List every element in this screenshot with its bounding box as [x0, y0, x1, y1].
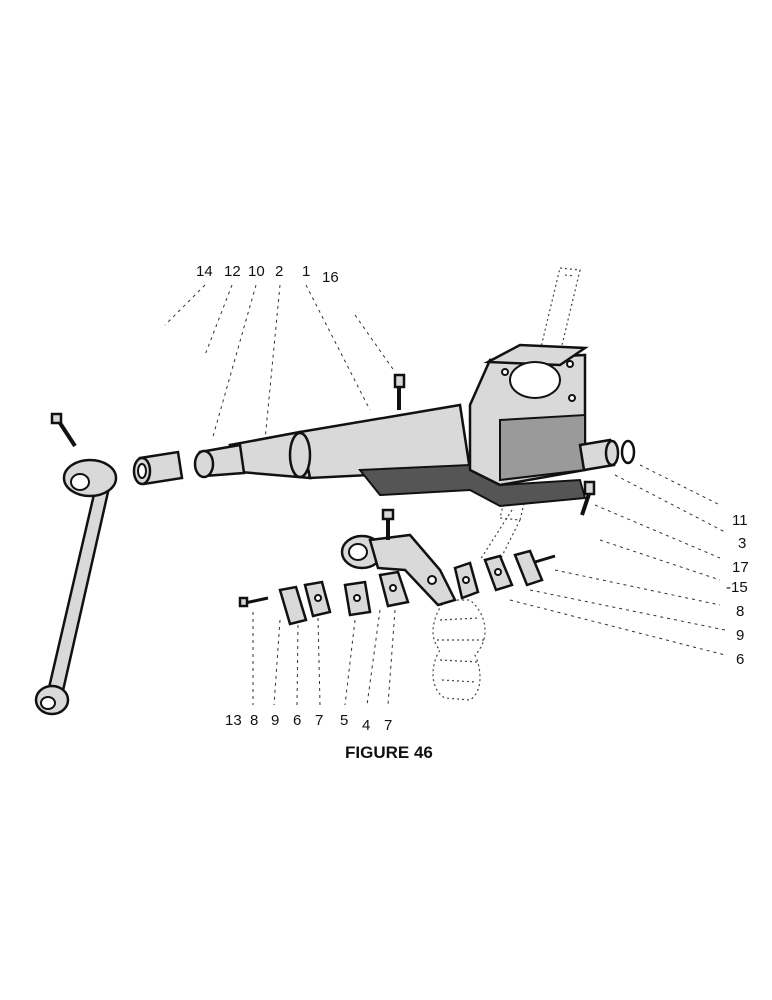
callout-right-6: 9	[736, 627, 744, 644]
callout-bottom-8: 7	[384, 717, 392, 734]
callout-top-3: 10	[248, 263, 265, 280]
callout-right-1: 11	[732, 512, 748, 529]
o-ring-11	[620, 439, 636, 465]
callouts-top: 14 12 10 2 1 16	[196, 263, 339, 286]
callout-top-6: 16	[322, 269, 339, 286]
callout-right-2: 3	[738, 535, 746, 552]
bushing-12	[132, 450, 184, 486]
callout-top-4: 2	[275, 263, 283, 280]
callout-bottom-3: 9	[271, 712, 279, 729]
figure-caption: FIGURE 46	[345, 743, 433, 762]
callout-bottom-5: 7	[315, 712, 323, 729]
callout-right-7: 6	[736, 651, 744, 668]
callout-top-5: 1	[302, 263, 310, 280]
callouts-bottom: 13 8 9 6 7 5 4 7	[225, 712, 392, 734]
callouts-right: 11 3 17 -15 8 9 6	[726, 512, 749, 668]
main-housing	[193, 343, 589, 508]
callout-bottom-7: 4	[362, 717, 370, 734]
callout-right-5: 8	[736, 603, 744, 620]
callout-right-4: -15	[726, 579, 748, 596]
callout-bottom-2: 8	[250, 712, 258, 729]
steering-arm	[340, 508, 457, 607]
bolt-16	[393, 373, 406, 410]
callout-top-2: 12	[224, 263, 241, 280]
bolt-17	[580, 480, 596, 516]
gear-outline	[432, 599, 486, 701]
callout-bottom-1: 13	[225, 712, 242, 729]
callout-bottom-6: 5	[340, 712, 348, 729]
callout-top-1: 14	[196, 263, 213, 280]
plates	[238, 549, 556, 626]
bushing-3	[578, 438, 620, 472]
callout-bottom-4: 6	[293, 712, 301, 729]
drag-link	[34, 412, 118, 716]
callout-right-3: 17	[732, 559, 749, 576]
leader-lines	[164, 284, 726, 706]
